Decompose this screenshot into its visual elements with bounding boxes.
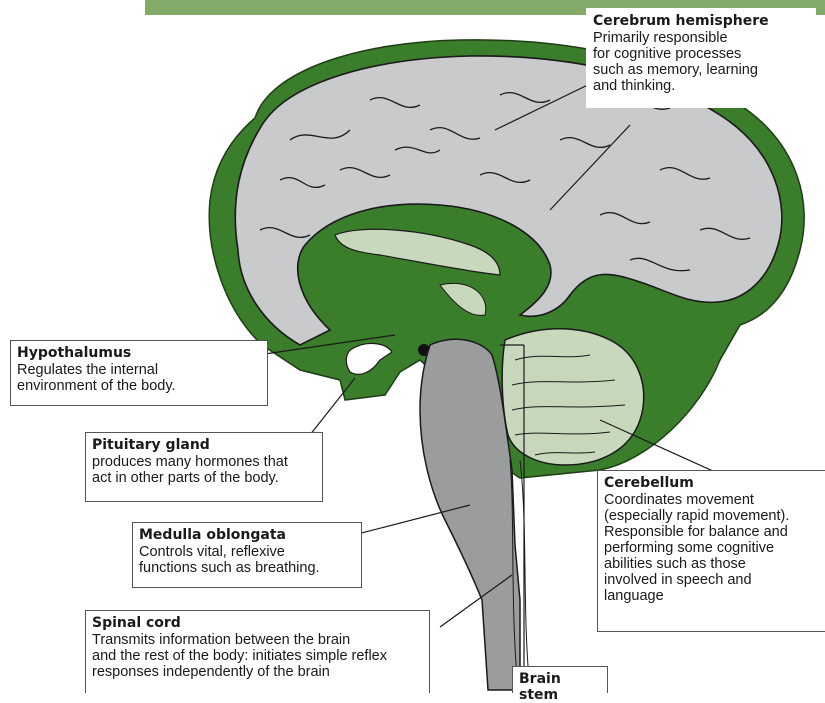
spinal-cord-label: Spinal cord Transmits information betwee… bbox=[85, 610, 430, 693]
pituitary-label: Pituitary gland produces many hormones t… bbox=[85, 432, 323, 502]
cerebellum-title: Cerebellum bbox=[604, 475, 819, 491]
brain-stem-title: Brain stem bbox=[519, 671, 601, 703]
spinal-cord-description: Transmits information between the brain … bbox=[92, 632, 423, 680]
hypothalamus-label: Hypothalumus Regulates the internal envi… bbox=[10, 340, 268, 406]
cerebrum-label: Cerebrum hemisphere Primarily responsibl… bbox=[586, 8, 816, 108]
cerebrum-description: Primarily responsible for cognitive proc… bbox=[593, 30, 809, 94]
medulla-description: Controls vital, reflexive functions such… bbox=[139, 544, 355, 576]
pituitary-description: produces many hormones that act in other… bbox=[92, 454, 316, 486]
hypothalamus-title: Hypothalumus bbox=[17, 345, 261, 361]
pituitary-title: Pituitary gland bbox=[92, 437, 316, 453]
brain-stem-label: Brain stem bbox=[512, 666, 608, 693]
cerebrum-title: Cerebrum hemisphere bbox=[593, 13, 809, 29]
spinal-cord-title: Spinal cord bbox=[92, 615, 423, 631]
medulla-title: Medulla oblongata bbox=[139, 527, 355, 543]
medulla-label: Medulla oblongata Controls vital, reflex… bbox=[132, 522, 362, 588]
cerebellum-description: Coordinates movement (especially rapid m… bbox=[604, 492, 819, 604]
hypothalamus-description: Regulates the internal environment of th… bbox=[17, 362, 261, 394]
cerebellum-label: Cerebellum Coordinates movement (especia… bbox=[597, 470, 825, 632]
